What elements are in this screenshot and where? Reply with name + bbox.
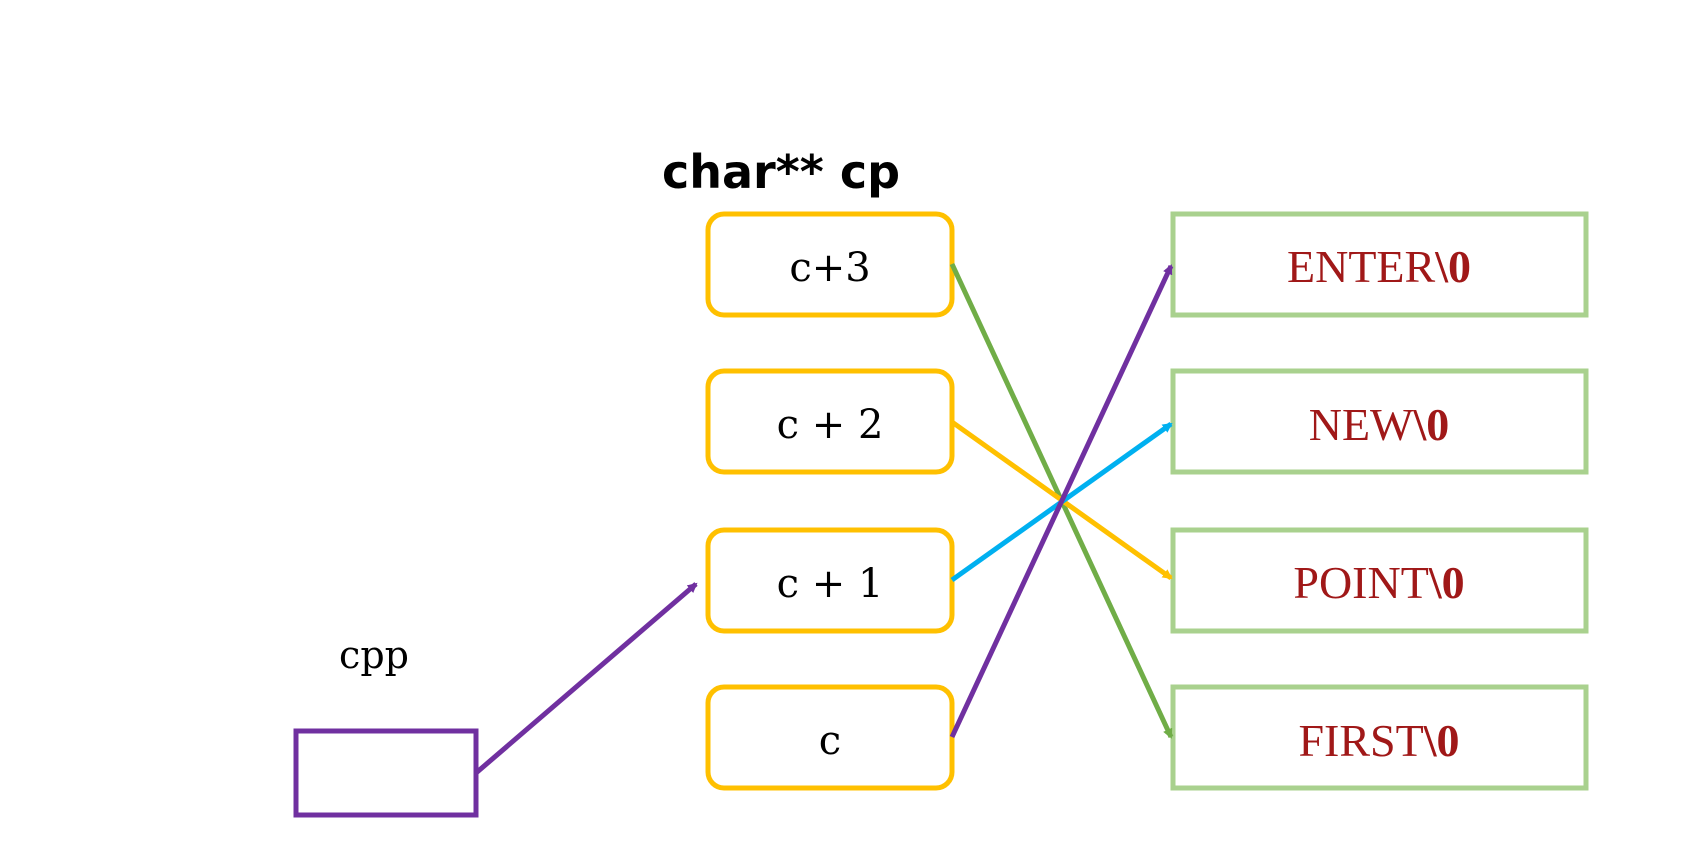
string-cell: ENTER\0 — [1170, 211, 1589, 318]
string-cell-text: POINT\0 — [1293, 557, 1464, 608]
string-terminator: \0 — [1428, 557, 1465, 608]
pointer-cell-box — [705, 368, 955, 475]
string-text: FIRST — [1298, 715, 1423, 766]
pointer-cell-label: c + 1 — [777, 561, 884, 607]
string-cell-box — [1170, 211, 1589, 318]
string-list: ENTER\0 NEW\0 POINT\0 FIRST\0 — [1170, 211, 1589, 791]
string-terminator: \0 — [1423, 715, 1460, 766]
string-text: POINT — [1293, 557, 1428, 608]
string-cell-box — [1170, 368, 1589, 475]
string-text: ENTER — [1287, 241, 1436, 292]
string-terminator: \0 — [1412, 399, 1449, 450]
pointer-cell: c+3 — [705, 211, 955, 318]
string-cell-text: ENTER\0 — [1287, 241, 1471, 292]
string-cell: FIRST\0 — [1170, 684, 1589, 791]
pointer-array: c+3 c + 2 c + 1 c — [705, 211, 955, 791]
string-cell-text: FIRST\0 — [1298, 715, 1459, 766]
link-arrow-c-to-enter — [949, 264, 1174, 739]
string-cell-text: NEW\0 — [1309, 399, 1450, 450]
string-text: NEW — [1309, 399, 1414, 450]
pointer-cell-box — [705, 527, 955, 634]
string-cell: NEW\0 — [1170, 368, 1589, 475]
pointer-cell: c + 2 — [705, 368, 955, 475]
link-arrows — [474, 262, 1174, 775]
cpp-label: cpp — [339, 633, 409, 677]
string-terminator: \0 — [1434, 241, 1471, 292]
pointer-cell-box — [705, 684, 955, 791]
pointer-cell: c — [705, 684, 955, 791]
string-cell-box — [1170, 527, 1589, 634]
diagram-title: char** cp — [662, 145, 900, 199]
pointer-cell-label: c — [819, 718, 841, 764]
pointer-cell-label: c + 2 — [777, 402, 884, 448]
string-cell-box — [1170, 684, 1589, 791]
pointer-cell: c + 1 — [705, 527, 955, 634]
link-arrow-cpp-to-c1 — [474, 582, 698, 775]
cpp-box — [293, 728, 479, 818]
string-cell: POINT\0 — [1170, 527, 1589, 634]
pointer-cell-label: c+3 — [789, 245, 870, 291]
